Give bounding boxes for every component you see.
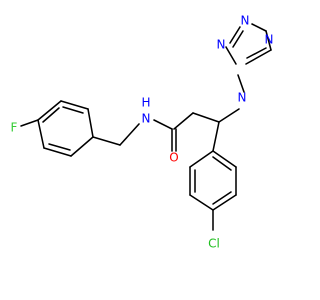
bond — [189, 194, 214, 211]
bond — [218, 108, 240, 123]
amide-nitrogen-label: N — [142, 112, 151, 126]
bond — [237, 74, 245, 93]
tetrazole-n1-label: N — [238, 91, 247, 105]
bond — [212, 191, 232, 205]
bond — [212, 194, 237, 211]
bond — [62, 106, 84, 114]
bond — [229, 26, 241, 44]
bond — [48, 143, 71, 151]
bond — [60, 100, 89, 110]
bond — [245, 49, 272, 65]
amide-chain — [92, 74, 245, 152]
bond — [37, 100, 62, 121]
tetrazole-n4-label: N — [265, 33, 274, 47]
bond — [119, 123, 140, 146]
bond — [265, 30, 272, 51]
bond — [37, 119, 45, 149]
chlorine-label: Cl — [208, 237, 220, 251]
bond — [212, 121, 220, 152]
fluorophenyl-ring — [20, 100, 94, 157]
fluorine-label: F — [11, 121, 18, 135]
tetrazole-n3-label: N — [241, 14, 250, 28]
bond — [212, 156, 232, 171]
bond — [232, 30, 244, 48]
bond — [246, 47, 267, 59]
chlorophenyl-ring — [189, 150, 237, 231]
carbonyl-oxygen-label: O — [169, 151, 178, 165]
bond — [251, 23, 267, 32]
bond — [225, 46, 237, 65]
bond — [42, 107, 60, 123]
structure-svg: F N H O Cl N N N N — [11, 14, 274, 251]
tetrazole-ring — [225, 23, 272, 65]
bond — [212, 150, 237, 168]
bond — [70, 136, 94, 157]
amide-hydrogen-label: H — [141, 96, 150, 110]
bond — [87, 108, 94, 138]
bond — [20, 119, 39, 127]
bond — [92, 136, 121, 146]
bond — [153, 119, 173, 130]
bond — [43, 147, 72, 157]
molecule-diagram: F N H O Cl N N N N — [10, 13, 274, 251]
bond — [173, 112, 194, 130]
bond — [192, 112, 220, 123]
bond — [189, 150, 214, 168]
tetrazole-n2-label: N — [217, 38, 226, 52]
